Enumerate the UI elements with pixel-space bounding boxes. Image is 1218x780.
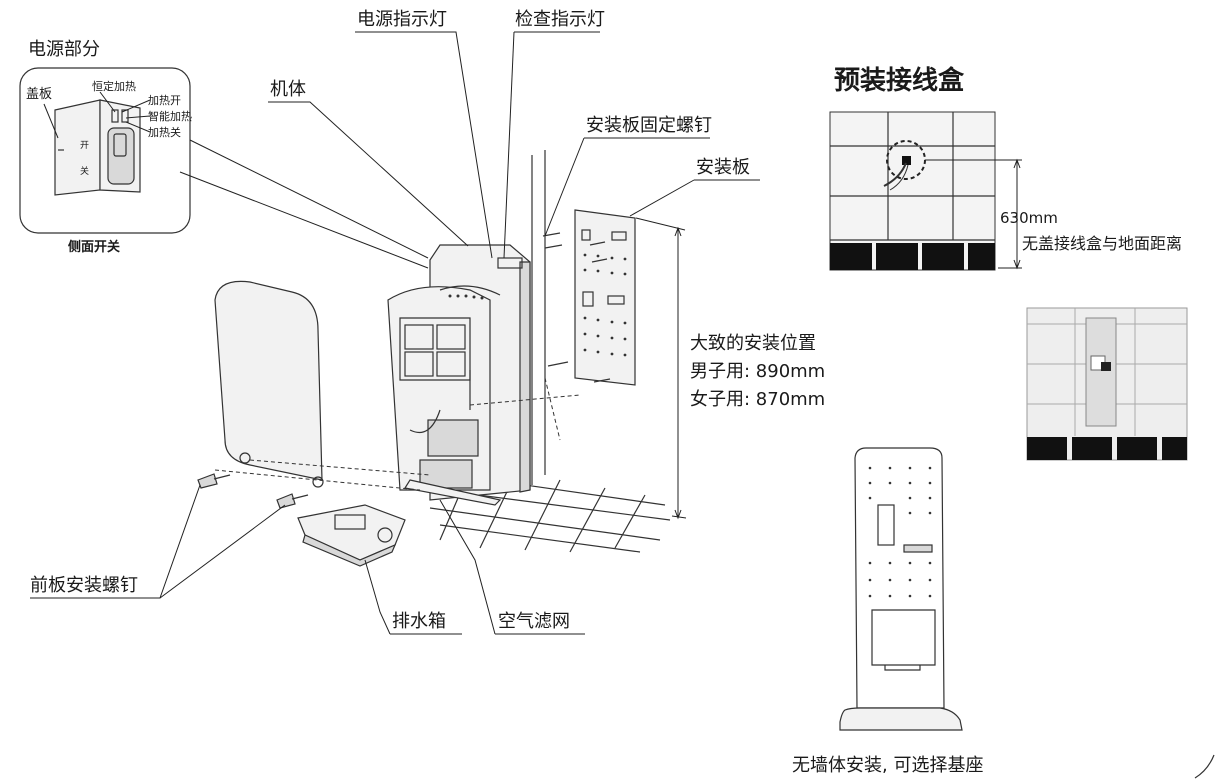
junction-box-tiles bbox=[829, 111, 1022, 271]
prebox-title: 预装接线盒 bbox=[834, 66, 965, 96]
power-indicator-label: 电源指示灯 bbox=[357, 9, 447, 30]
power-section-inset bbox=[19, 67, 191, 234]
cover-label: 盖板 bbox=[26, 87, 53, 102]
alignment-line bbox=[249, 459, 431, 476]
smart-heat-label: 智能加热 bbox=[148, 110, 192, 123]
drain-box bbox=[297, 504, 406, 567]
dryer-body bbox=[387, 244, 531, 506]
check-indicator-label: 检查指示灯 bbox=[515, 9, 605, 30]
no-wall-caption: 无墙体安装, 可选择基座 bbox=[792, 755, 984, 776]
plate-screw-label: 安装板固定螺钉 bbox=[586, 115, 712, 136]
front-screw-label: 前板安装螺钉 bbox=[30, 575, 138, 596]
power-section-label: 电源部分 bbox=[28, 39, 100, 60]
standing-base bbox=[839, 447, 963, 731]
corner-curve bbox=[1194, 754, 1215, 779]
alignment-line bbox=[544, 377, 561, 441]
side-switch-label: 侧面开关 bbox=[68, 240, 121, 255]
install-position-female: 女子用: 870mm bbox=[690, 389, 826, 410]
front-cover bbox=[214, 280, 324, 488]
heat-off-label: 加热关 bbox=[148, 126, 181, 139]
drain-box-label: 排水箱 bbox=[392, 611, 446, 632]
leader-lines bbox=[30, 31, 760, 635]
prebox-distance-desc: 无盖接线盒与地面距离 bbox=[1022, 234, 1183, 253]
wall-plate-photo bbox=[1026, 307, 1188, 461]
prebox-distance-value: 630mm bbox=[1000, 209, 1058, 227]
install-position-male: 男子用: 890mm bbox=[690, 361, 826, 382]
constant-heat-label: 恒定加热 bbox=[92, 80, 136, 93]
switch-open-label: 开 bbox=[80, 141, 90, 151]
zoom-line bbox=[189, 139, 429, 259]
height-dimension bbox=[635, 217, 687, 520]
heat-on-label: 加热开 bbox=[148, 94, 181, 107]
switch-close-label: 关 bbox=[80, 167, 90, 177]
body-label: 机体 bbox=[270, 79, 306, 100]
mount-plate-label: 安装板 bbox=[696, 157, 750, 178]
zoom-line bbox=[179, 171, 429, 269]
install-position-title: 大致的安装位置 bbox=[690, 333, 816, 354]
front-screws bbox=[197, 473, 309, 509]
alignment-line bbox=[214, 469, 421, 491]
mounting-plate bbox=[574, 209, 636, 386]
plate-screws bbox=[542, 232, 611, 383]
alignment-line bbox=[469, 394, 581, 406]
air-filter-label: 空气滤网 bbox=[498, 611, 570, 632]
